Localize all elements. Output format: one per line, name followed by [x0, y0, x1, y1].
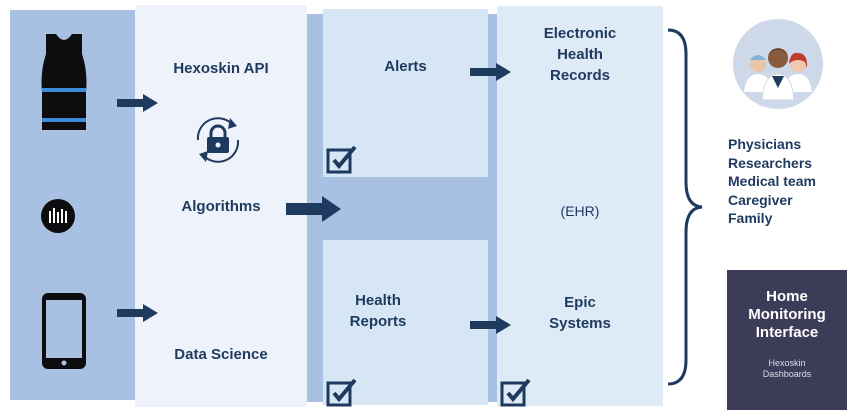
health-reports-panel	[323, 240, 488, 405]
audience-item-physicians: Physicians	[728, 136, 802, 152]
data-science-label: Data Science	[174, 346, 268, 363]
algorithms-label: Algorithms	[181, 198, 261, 215]
ehr-abbreviation: (EHR)	[560, 203, 600, 219]
lock-sync-icon	[188, 110, 248, 170]
arrow-algorithms-to-outputs	[286, 196, 341, 222]
ehr-column	[497, 6, 663, 406]
arrow-reports-to-epic	[470, 316, 511, 334]
audience-list: Physicians Researchers Medical team Care…	[728, 135, 816, 228]
arrow-phone-to-data-science	[117, 304, 158, 322]
hexoskin-api-label: Hexoskin API	[173, 60, 269, 77]
audience-item-medical-team: Medical team	[728, 173, 816, 189]
audience-item-caregiver: Caregiver	[728, 191, 793, 208]
health-reports-check-icon	[326, 378, 357, 407]
health-reports-label: Health Reports	[349, 292, 407, 330]
home-monitoring-title: Home Monitoring Interface	[748, 288, 826, 341]
medical-team-icon	[732, 18, 824, 110]
platform-column	[135, 5, 307, 407]
arrow-shirt-to-api	[117, 94, 158, 112]
audience-item-researchers: Researchers	[728, 154, 813, 171]
home-monitoring-interface-box: Home Monitoring Interface Hexoskin Dashb…	[727, 270, 847, 410]
arrow-alerts-to-ehr	[470, 63, 511, 81]
audience-item-family: Family	[728, 210, 773, 226]
ehr-title: Electronic Health Records	[543, 25, 617, 84]
alerts-label: Alerts	[384, 58, 427, 75]
grouping-brace	[667, 28, 703, 386]
alerts-check-icon	[326, 145, 357, 174]
smartphone-icon	[40, 291, 88, 371]
shirt-icon	[36, 32, 92, 132]
hexoskin-dashboards-label: Hexoskin Dashboards	[762, 358, 812, 379]
hexoskin-device-icon	[40, 198, 76, 234]
ehr-check-icon	[500, 378, 531, 407]
epic-systems-label: Epic Systems	[549, 294, 611, 332]
